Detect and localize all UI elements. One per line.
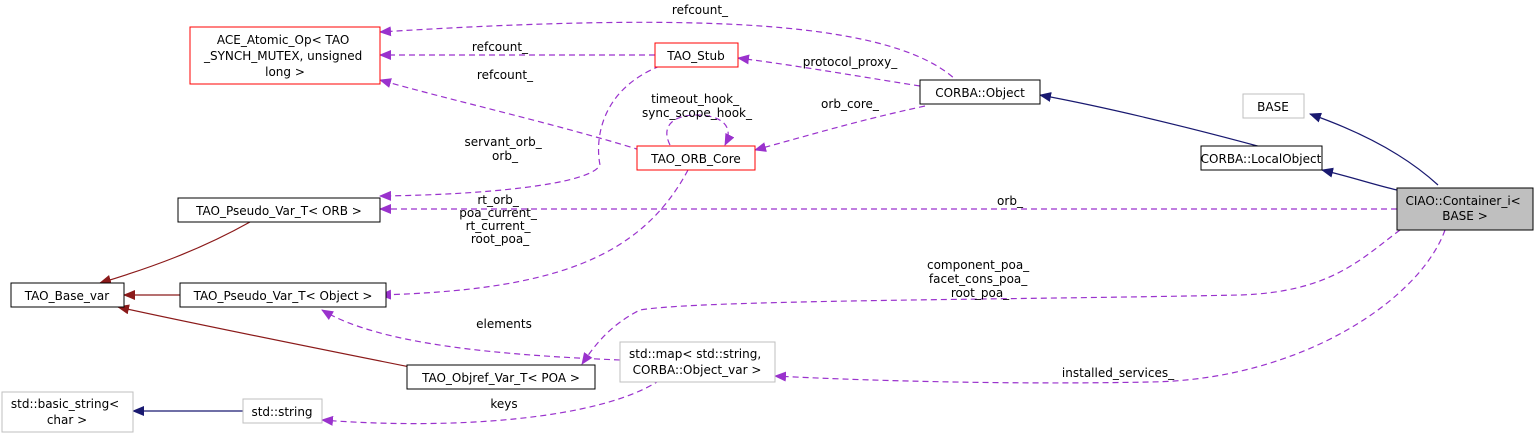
svg-text:std::map< std::string,: std::map< std::string, CORBA::Object_var… xyxy=(629,347,765,377)
label-protocol-proxy: protocol_proxy_ xyxy=(803,55,898,69)
edge-orb-core-refcount-ace xyxy=(379,78,641,151)
edge-std-map-elements xyxy=(321,309,621,361)
node-pseudo-var-object[interactable]: TAO_Pseudo_Var_T< Object > xyxy=(179,282,387,308)
edges xyxy=(99,21,1446,426)
edge-container-to-localobject xyxy=(1321,167,1398,191)
edge-corba-object-refcount-ace xyxy=(379,21,961,85)
edge-objref-poa-to-base-var xyxy=(117,304,416,369)
label-elements: elements xyxy=(476,317,532,331)
svg-text:TAO_ORB_Core: TAO_ORB_Core xyxy=(650,152,741,166)
label-refcount-orb: refcount_ xyxy=(477,68,534,82)
svg-text:CORBA::LocalObject: CORBA::LocalObject xyxy=(1201,152,1322,166)
node-tao-stub[interactable]: TAO_Stub xyxy=(654,42,739,68)
label-orb: orb_ xyxy=(997,194,1024,208)
svg-text:std::string: std::string xyxy=(251,405,312,419)
label-servant-orb: servant_orb_ orb_ xyxy=(464,135,545,163)
label-component-poa: component_poa_ facet_cons_poa_ root_poa_ xyxy=(927,258,1033,300)
svg-text:ACE_Atomic_Op< TAO _SY: ACE_Atomic_Op< TAO _SYNCH_MUTEX, unsigne… xyxy=(203,33,366,79)
label-installed-services: installed_services_ xyxy=(1062,366,1175,380)
svg-text:CORBA::Object: CORBA::Object xyxy=(935,86,1025,100)
label-orb-core: orb_core_ xyxy=(821,97,880,111)
label-rt-orb: rt_orb_ poa_current_ rt_current_ root_po… xyxy=(459,193,540,246)
nodes: ACE_Atomic_Op< TAO _SYNCH_MUTEX, unsigne… xyxy=(1,26,1534,433)
node-std-string[interactable]: std::string xyxy=(242,398,323,424)
edge-tao-stub-servant-orb xyxy=(380,66,660,280)
label-refcount-stub: refcount_ xyxy=(472,40,529,54)
edge-labels: refcount_ refcount_ refcount_ protocol_p… xyxy=(459,3,1175,411)
node-tao-base-var[interactable]: TAO_Base_var xyxy=(10,282,125,308)
label-refcount-top: refcount_ xyxy=(672,3,729,17)
node-objref-var-poa[interactable]: TAO_Objref_Var_T< POA > xyxy=(406,364,596,390)
edge-localobject-to-corba-object xyxy=(1039,92,1266,149)
edge-corba-object-protocol-proxy xyxy=(737,54,921,87)
edge-container-component-poa xyxy=(581,229,1401,365)
edge-stub-servant-orb-visible xyxy=(379,65,661,201)
edge-pseudo-orb-to-base-var xyxy=(99,221,251,285)
svg-text:std::basic_string< cha: std::basic_string< char > xyxy=(11,397,123,427)
edge-corba-object-orb-core xyxy=(754,105,926,152)
svg-text:TAO_Base_var: TAO_Base_var xyxy=(24,289,110,303)
node-std-basic-string[interactable]: std::basic_string< char > xyxy=(1,391,134,433)
node-ace-atomic-op[interactable]: ACE_Atomic_Op< TAO _SYNCH_MUTEX, unsigne… xyxy=(189,26,381,85)
node-corba-localobject[interactable]: CORBA::LocalObject xyxy=(1200,145,1323,171)
svg-text:TAO_Pseudo_Var_T< Object >: TAO_Pseudo_Var_T< Object > xyxy=(193,289,373,303)
node-tao-orb-core[interactable]: TAO_ORB_Core xyxy=(636,145,756,171)
svg-text:TAO_Stub: TAO_Stub xyxy=(666,49,724,63)
edge-container-installed-services xyxy=(774,229,1446,384)
label-keys: keys xyxy=(490,397,517,411)
node-base[interactable]: BASE xyxy=(1242,93,1305,119)
svg-text:TAO_Pseudo_Var_T< ORB >: TAO_Pseudo_Var_T< ORB > xyxy=(195,204,362,218)
svg-text:BASE: BASE xyxy=(1257,100,1289,114)
edge-orb-core-self-hooks xyxy=(666,114,735,146)
node-corba-object[interactable]: CORBA::Object xyxy=(919,79,1041,105)
edge-std-map-keys xyxy=(321,379,661,426)
edge-container-to-base xyxy=(1309,112,1439,186)
node-pseudo-var-orb[interactable]: TAO_Pseudo_Var_T< ORB > xyxy=(177,197,381,223)
svg-text:TAO_Objref_Var_T< POA >: TAO_Objref_Var_T< POA > xyxy=(421,371,580,385)
svg-text:CIAO::Container_i< BAS: CIAO::Container_i< BASE > xyxy=(1405,194,1524,223)
node-std-map[interactable]: std::map< std::string, CORBA::Object_var… xyxy=(619,341,776,383)
label-timeout-hook: timeout_hook_ sync_scope_hook_ xyxy=(642,92,753,120)
node-ciao-container[interactable]: CIAO::Container_i< BASE > xyxy=(1396,187,1534,231)
